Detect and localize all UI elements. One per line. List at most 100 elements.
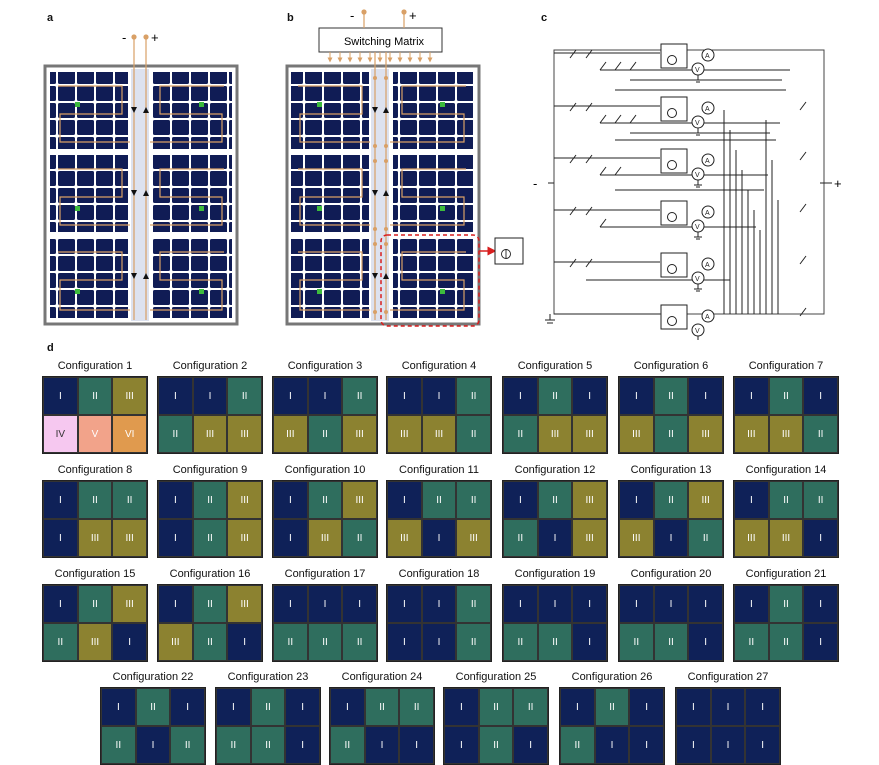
configuration-cell: III xyxy=(619,519,654,557)
configuration-cell: III xyxy=(342,481,377,519)
configuration-title: Configuration 19 xyxy=(514,568,596,580)
configuration-cell: III xyxy=(572,481,607,519)
configuration-cell: II xyxy=(421,481,457,519)
ammeter-glyph: A xyxy=(705,158,710,165)
configuration-cell: II xyxy=(112,481,147,519)
configuration-cell: III xyxy=(572,415,607,453)
voltmeter-glyph: V xyxy=(695,328,700,335)
configuration-cell: I xyxy=(273,519,308,557)
configuration-cell: I xyxy=(387,623,422,661)
panel-label-d: d xyxy=(47,342,54,354)
configuration-cell: I xyxy=(619,585,654,623)
configuration-cell: I xyxy=(537,519,573,557)
configuration-cell: I xyxy=(285,726,320,764)
panel-label-a: a xyxy=(47,12,54,24)
configuration-cell: II xyxy=(478,688,514,726)
configuration-cell: I xyxy=(158,377,193,415)
configuration-title: Configuration 17 xyxy=(284,568,366,580)
configuration-cell: II xyxy=(364,688,400,726)
configuration-cell: II xyxy=(734,623,769,661)
configuration-cell: II xyxy=(342,377,377,415)
configuration-cell: I xyxy=(227,623,262,661)
panel-a-plus-terminal: + xyxy=(151,30,159,45)
configuration-title: Configuration 2 xyxy=(172,360,248,372)
voltmeter-glyph: V xyxy=(695,276,700,283)
configuration-title: Configuration 26 xyxy=(571,671,653,683)
ammeter-glyph: A xyxy=(705,314,710,321)
configuration-cell: I xyxy=(513,726,548,764)
configuration-cell: I xyxy=(421,519,457,557)
configuration-cell: II xyxy=(456,623,491,661)
panel-b-plus-terminal: + xyxy=(409,8,417,23)
voltmeter-glyph: V xyxy=(695,172,700,179)
configuration-cell: II xyxy=(77,481,113,519)
configuration-cell: I xyxy=(734,377,769,415)
configuration-cell: II xyxy=(560,726,595,764)
configuration-cell: II xyxy=(537,377,573,415)
configuration-cell: III xyxy=(688,415,723,453)
configuration-cell: I xyxy=(387,585,422,623)
configuration-cell: I xyxy=(421,377,457,415)
configuration-cell: II xyxy=(653,481,689,519)
configuration-cell: I xyxy=(216,688,251,726)
configuration-cell: I xyxy=(676,688,711,726)
ammeter-glyph: A xyxy=(705,210,710,217)
configuration-cell: I xyxy=(676,726,711,764)
configuration-cell: III xyxy=(421,415,457,453)
configuration-cell: I xyxy=(273,377,308,415)
configuration-cell: II xyxy=(456,377,491,415)
configuration-cell: I xyxy=(112,623,147,661)
configuration-cell: III xyxy=(456,519,491,557)
configuration-cell: I xyxy=(745,726,780,764)
configuration-cell: II xyxy=(619,623,654,661)
configuration-cell: III xyxy=(572,519,607,557)
configuration-title: Configuration 7 xyxy=(748,360,824,372)
configuration-cell: II xyxy=(653,377,689,415)
configuration-cell: I xyxy=(364,726,400,764)
configuration-cell: III xyxy=(619,415,654,453)
configuration-cell: II xyxy=(653,623,689,661)
configuration-cell: I xyxy=(629,726,664,764)
ammeter-glyph: A xyxy=(705,106,710,113)
switching-matrix-label: Switching Matrix xyxy=(344,36,425,48)
configuration-cell: II xyxy=(250,726,286,764)
configuration-cell: I xyxy=(399,726,434,764)
configuration-cell: II xyxy=(768,585,804,623)
configuration-cell: II xyxy=(330,726,365,764)
configuration-cell: I xyxy=(273,481,308,519)
configuration-cell: II xyxy=(192,585,228,623)
voltmeter-glyph: V xyxy=(695,224,700,231)
configuration-cell: I xyxy=(43,519,78,557)
configuration-cell: II xyxy=(478,726,514,764)
configuration-cell: III xyxy=(273,415,308,453)
configuration-title: Configuration 8 xyxy=(57,464,133,476)
configuration-cell: II xyxy=(456,585,491,623)
configuration-title: Configuration 11 xyxy=(399,464,479,476)
configuration-title: Configuration 12 xyxy=(514,464,596,476)
configuration-cell: I xyxy=(273,585,308,623)
panel-c-meter-glyphs: A V A V A V A V A V A V xyxy=(695,53,710,335)
configuration-cell: I xyxy=(688,623,723,661)
configuration-cell: I xyxy=(43,481,78,519)
configuration-cell: I xyxy=(387,481,422,519)
configuration-cell: II xyxy=(77,585,113,623)
configuration-title: Configuration 5 xyxy=(517,360,593,372)
configuration-cell: I xyxy=(444,726,479,764)
